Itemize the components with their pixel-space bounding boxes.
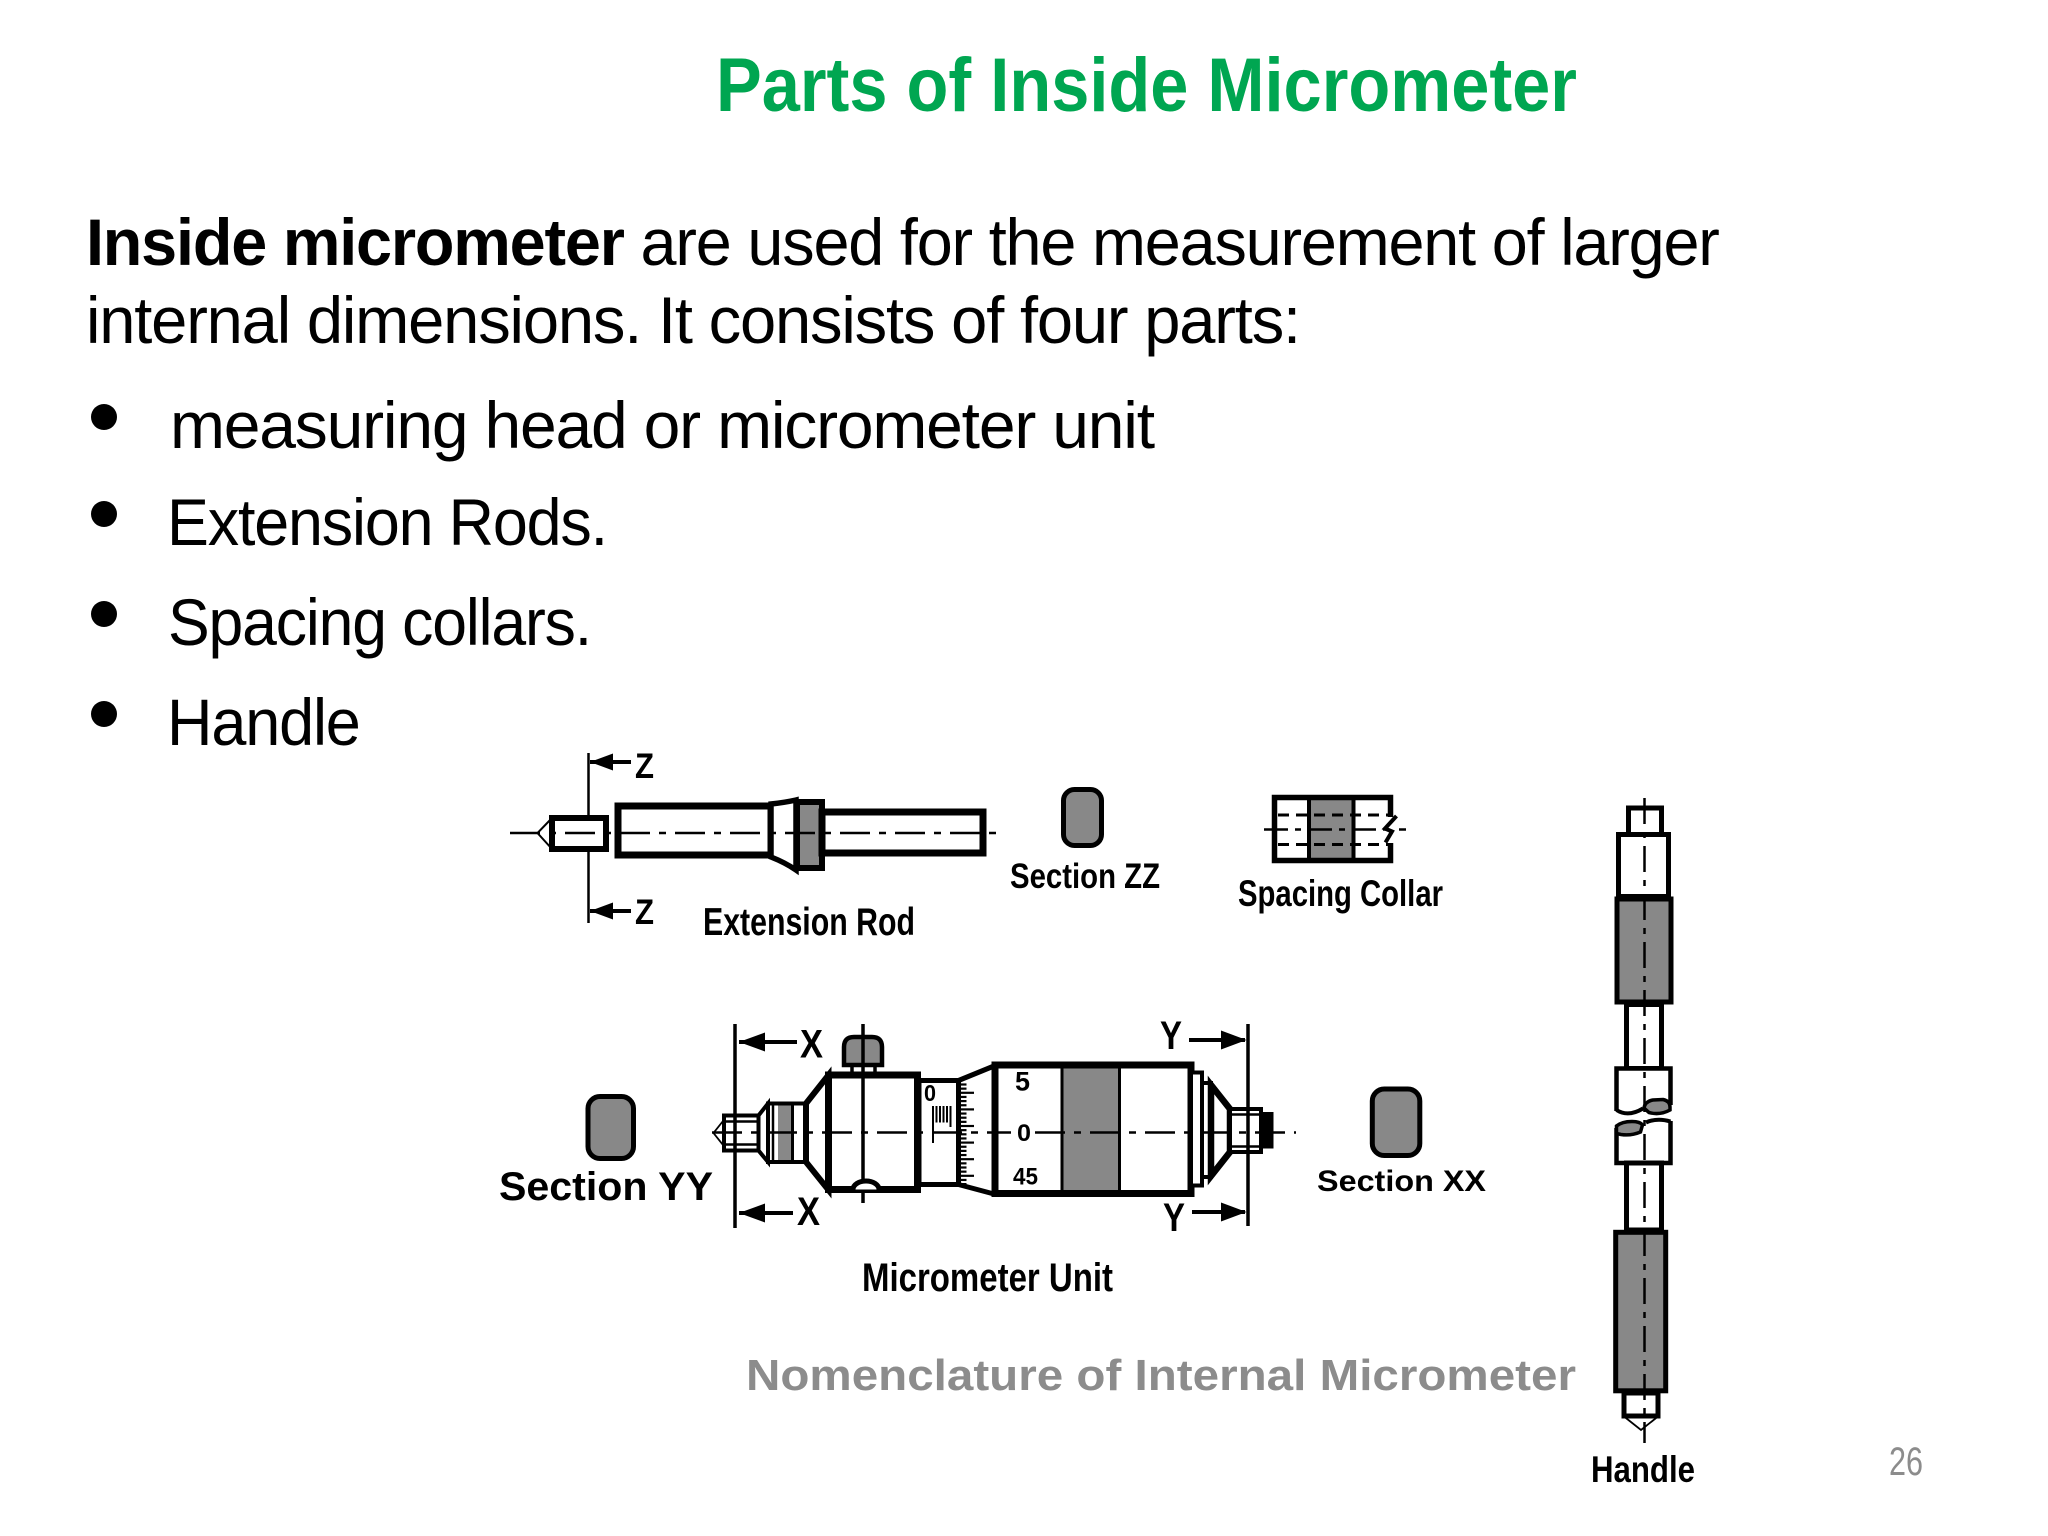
svg-text:0: 0 [1017, 1120, 1031, 1147]
svg-text:26: 26 [1889, 1440, 1923, 1484]
svg-text:Z: Z [635, 893, 654, 932]
svg-text:Extension Rod: Extension Rod [703, 901, 915, 944]
svg-text:Spacing Collar: Spacing Collar [1238, 873, 1443, 914]
svg-text:45: 45 [1013, 1164, 1038, 1191]
svg-text:X: X [800, 1023, 823, 1067]
svg-text:Section YY: Section YY [499, 1165, 713, 1209]
svg-text:Section XX: Section XX [1317, 1165, 1486, 1198]
svg-text:Section ZZ: Section ZZ [1010, 857, 1160, 896]
svg-text:Micrometer Unit: Micrometer Unit [862, 1256, 1113, 1300]
svg-text:0: 0 [924, 1080, 936, 1106]
svg-text:5: 5 [1015, 1067, 1030, 1097]
svg-text:Z: Z [635, 747, 654, 786]
svg-text:Handle: Handle [1591, 1449, 1695, 1490]
svg-text:Y: Y [1160, 1014, 1182, 1058]
svg-text:Y: Y [1163, 1196, 1185, 1240]
svg-text:Nomenclature of Internal Micro: Nomenclature of Internal Micrometer [746, 1351, 1576, 1400]
svg-text:X: X [797, 1190, 820, 1234]
